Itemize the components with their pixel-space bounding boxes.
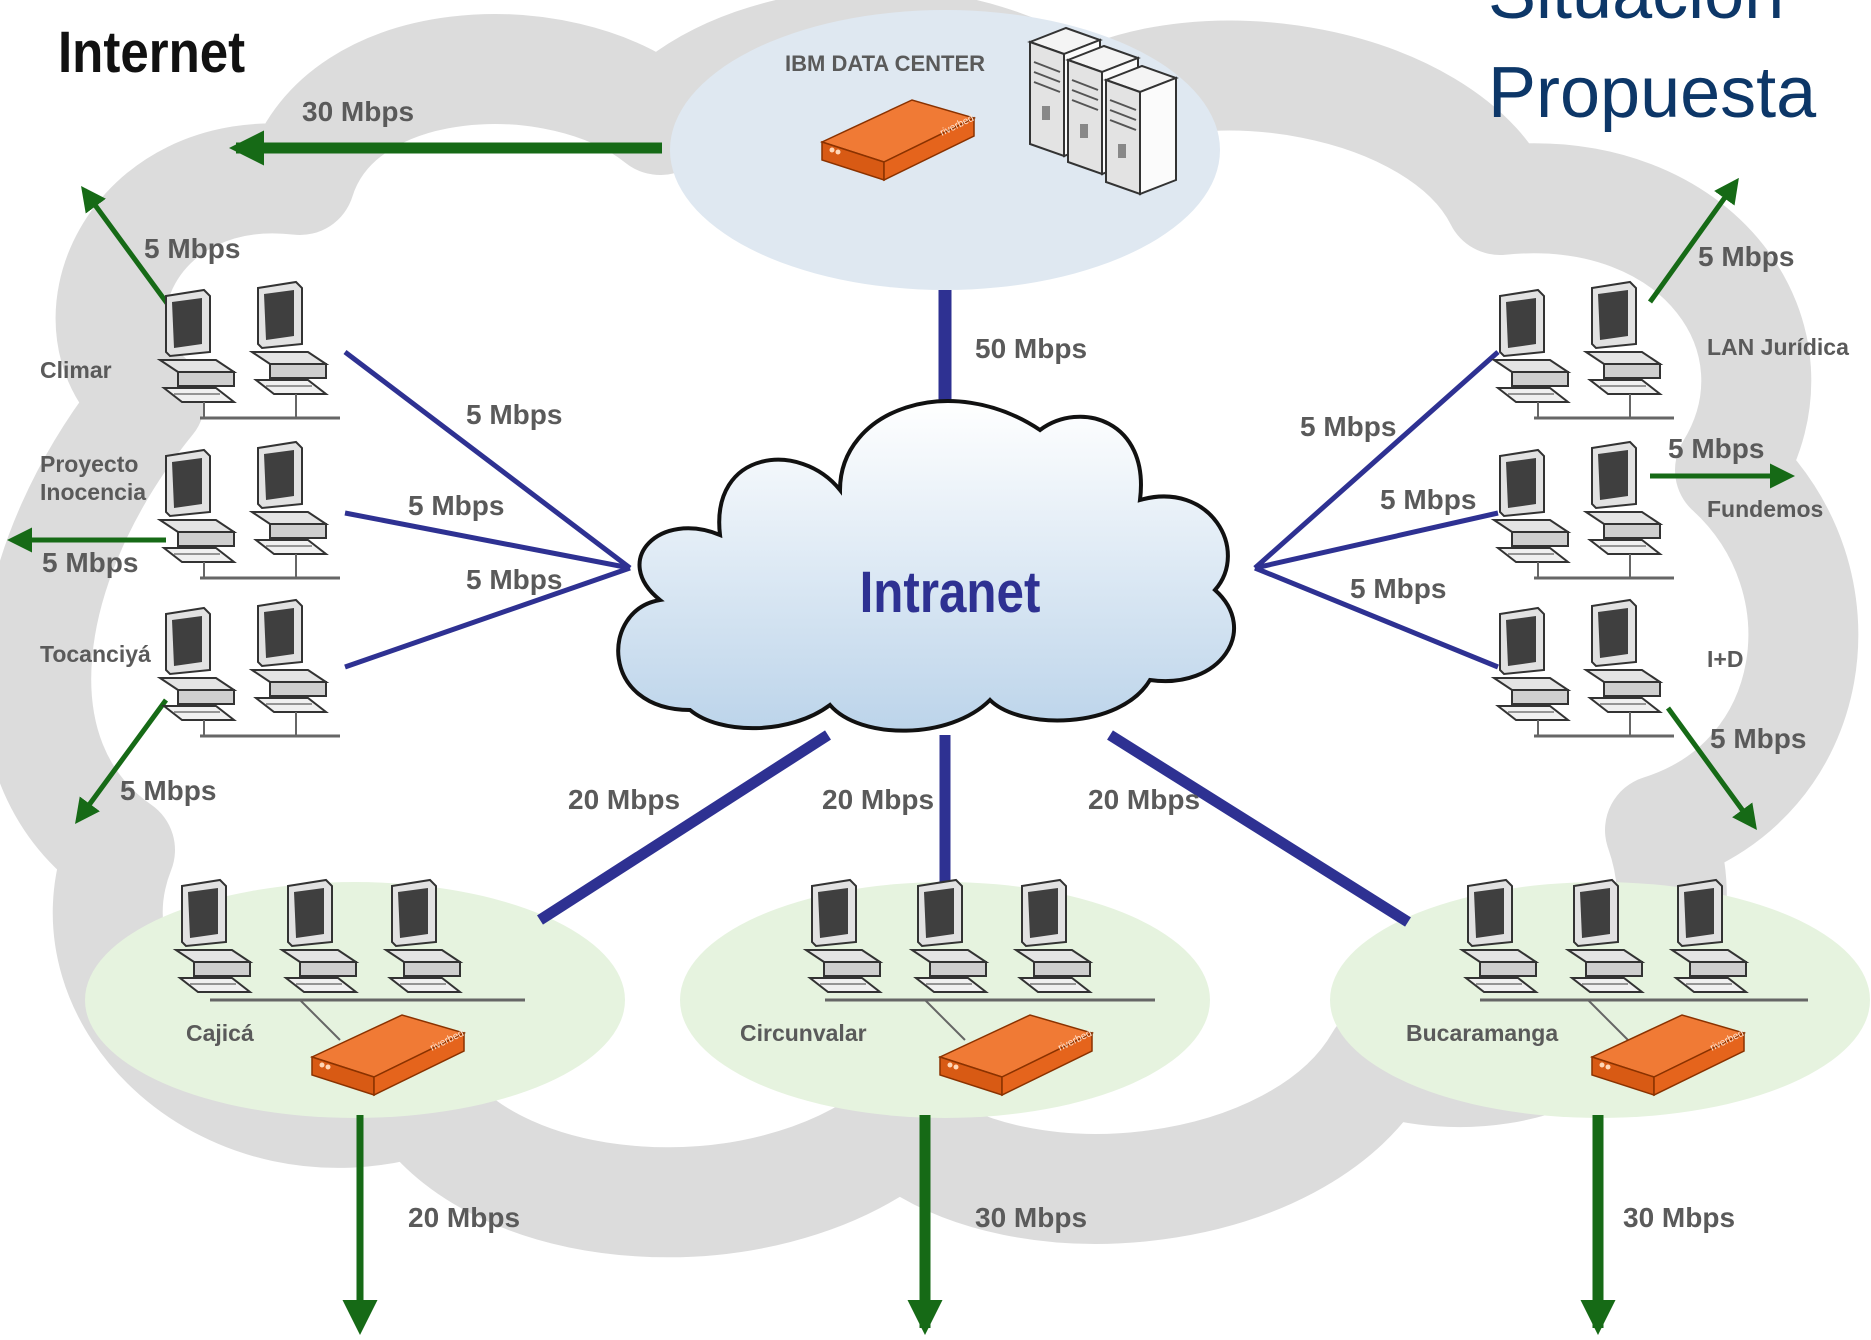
arrow-climar	[81, 185, 175, 312]
internet-speed-lan-juridica: 5 Mbps	[1698, 241, 1794, 272]
site-name-lan-juridica: LAN Jurídica	[1707, 334, 1849, 360]
link-speed-tocanciya: 5 Mbps	[466, 564, 562, 595]
workstations-proyecto-inocencia	[160, 442, 340, 578]
site-bucaramanga-equipment	[1461, 879, 1808, 1096]
link-speed-bucaramanga: 20 Mbps	[1088, 784, 1200, 815]
link-tocanciya	[344, 565, 631, 670]
internet-speed-i-d: 5 Mbps	[1710, 723, 1806, 754]
link-speed-proyecto-inocencia: 5 Mbps	[408, 490, 504, 521]
link-climar	[343, 350, 632, 570]
site-name-climar: Climar	[40, 357, 112, 383]
internet-arrows	[7, 130, 1795, 1336]
workstations-i-d	[1494, 600, 1674, 736]
intranet-links	[343, 290, 1500, 927]
intranet-cloud	[616, 399, 1236, 733]
workstations-fundemos	[1494, 442, 1674, 578]
site-name-cajica: Cajicá	[186, 1020, 254, 1046]
internet-heading: Internet	[58, 20, 245, 85]
site-name-proyecto-line2: Inocencia	[40, 479, 146, 505]
internet-speed-climar: 5 Mbps	[144, 233, 240, 264]
data-center-internet-speed: 30 Mbps	[302, 96, 414, 127]
workstations-lan-juridica	[1494, 282, 1674, 418]
link-speed-fundemos: 5 Mbps	[1380, 484, 1476, 515]
internet-speed-tocanciya: 5 Mbps	[120, 775, 216, 806]
link-speed-lan-juridica: 5 Mbps	[1300, 411, 1396, 442]
link-i-d	[1254, 565, 1499, 670]
site-name-i-d: I+D	[1707, 646, 1743, 672]
site-name-circunvalar: Circunvalar	[740, 1020, 867, 1046]
title-line1: Situación	[1488, 0, 1784, 34]
site-name-proyecto-line1: Proyecto	[40, 451, 138, 477]
link-proyecto-inocencia	[344, 510, 631, 571]
arrow-i-d	[1665, 706, 1757, 831]
link-lan-juridica	[1253, 350, 1500, 570]
internet-speed-proyecto-inocencia: 5 Mbps	[42, 547, 138, 578]
link-bucaramanga	[1107, 730, 1411, 927]
site-name-tocanciya: Tocanciyá	[40, 641, 151, 667]
internet-speed-cajica: 20 Mbps	[408, 1202, 520, 1233]
link-cajica	[537, 730, 831, 925]
workstations-climar	[160, 282, 340, 418]
internet-speed-circunvalar: 30 Mbps	[975, 1202, 1087, 1233]
workstations-tocanciya	[160, 600, 340, 736]
internet-speed-bucaramanga: 30 Mbps	[1623, 1202, 1735, 1233]
link-speed-circunvalar: 20 Mbps	[822, 784, 934, 815]
site-circunvalar-equipment	[805, 879, 1155, 1096]
arrow-lan-juridica	[1647, 177, 1739, 304]
arrow-tocanciya	[75, 698, 169, 825]
site-cajica-equipment	[175, 879, 525, 1096]
site-name-bucaramanga: Bucaramanga	[1406, 1020, 1558, 1046]
title-line2: Propuesta	[1488, 53, 1817, 133]
site-name-fundemos: Fundemos	[1707, 496, 1823, 522]
internet-speed-fundemos: 5 Mbps	[1668, 433, 1764, 464]
link-speed-i-d: 5 Mbps	[1350, 573, 1446, 604]
data-center-link-speed: 50 Mbps	[975, 333, 1087, 364]
intranet-label: Intranet	[860, 560, 1041, 625]
link-speed-cajica: 20 Mbps	[568, 784, 680, 815]
data-center-label: IBM DATA CENTER	[785, 51, 985, 76]
link-fundemos	[1254, 510, 1499, 571]
link-speed-climar: 5 Mbps	[466, 399, 562, 430]
